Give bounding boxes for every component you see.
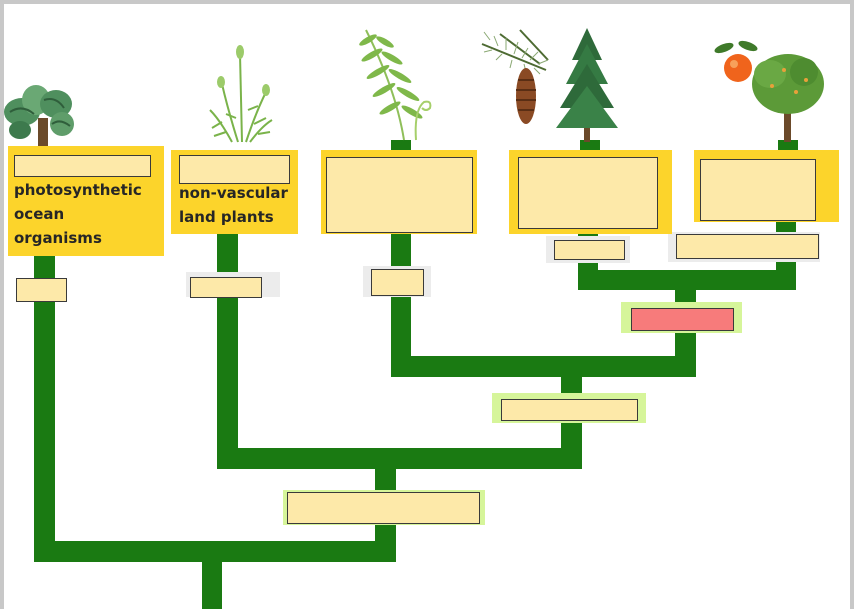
moss-capsules [217,45,270,96]
moss-icon [209,53,273,143]
root-crossbar [34,541,396,562]
drop-zone-trait-ocean[interactable] [16,278,67,302]
fruit-tree-icon [714,40,824,142]
root-branch [202,560,222,609]
drop-zone-trait-conifers[interactable] [554,240,625,260]
drop-zone-trait-flowering[interactable] [676,234,819,259]
stub-ferns [391,140,411,152]
drop-zone-taxon-ocean[interactable] [14,155,151,177]
drop-zone-node-seeds[interactable] [501,399,638,421]
conifer-icon [481,28,618,142]
land-crossbar [217,448,581,469]
drop-zone-node-vascular[interactable] [287,492,480,524]
branch-ferns [391,228,411,377]
drop-zone-taxon-flowering[interactable] [700,159,816,221]
stub-flowering [778,140,798,152]
vascular-crossbar [391,356,696,377]
branch-ocean-organisms [34,250,55,562]
seed-crossbar [578,270,796,290]
drop-zone-taxon-conifers[interactable] [518,157,658,229]
fern-icon [359,29,432,141]
drop-zone-node-flowers[interactable] [631,308,734,331]
taxon-label-nonvascular: non-vascular land plants [179,184,288,226]
drop-zone-taxon-nonvascular[interactable] [179,155,290,184]
stub-conifers [580,140,600,152]
seaweed-icon [4,85,74,148]
drop-zone-taxon-ferns[interactable] [326,157,473,233]
branch-nonvascular [217,228,238,469]
drop-zone-trait-nonvascular[interactable] [190,277,262,298]
drop-zone-trait-ferns[interactable] [371,269,424,296]
taxon-label-ocean: photosynthetic ocean organisms [14,181,142,247]
